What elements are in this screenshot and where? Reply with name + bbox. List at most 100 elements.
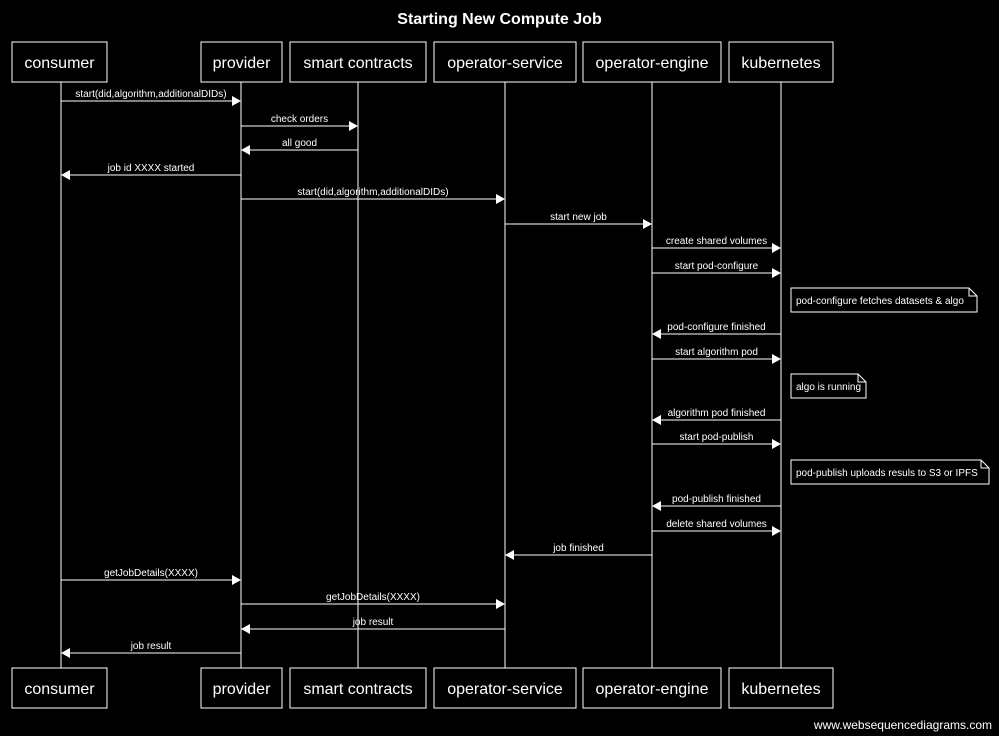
participant-provider-top: provider bbox=[200, 41, 283, 83]
note: pod-configure fetches datasets & algo bbox=[790, 287, 978, 313]
participant-kubernetes-bottom: kubernetes bbox=[728, 667, 834, 709]
participant-box bbox=[728, 41, 834, 83]
participant-box bbox=[728, 667, 834, 709]
arrowhead-icon bbox=[232, 575, 241, 585]
participant-box bbox=[289, 667, 427, 709]
message: start(did,algorithm,additionalDIDs) bbox=[61, 89, 241, 106]
participant-label: operator-service bbox=[447, 681, 563, 698]
participant-box bbox=[433, 41, 577, 83]
message-label: start(did,algorithm,additionalDIDs) bbox=[75, 89, 226, 100]
message: pod-publish finished bbox=[652, 494, 781, 511]
message-label: start(did,algorithm,additionalDIDs) bbox=[297, 187, 448, 198]
participant-box bbox=[433, 667, 577, 709]
participant-consumer-bottom: consumer bbox=[11, 667, 108, 709]
message-label: job finished bbox=[552, 543, 604, 554]
participant-operator-engine-bottom: operator-engine bbox=[582, 667, 722, 709]
message-label: algorithm pod finished bbox=[668, 408, 766, 419]
participant-box bbox=[289, 41, 427, 83]
arrowhead-icon bbox=[61, 648, 70, 658]
participant-box bbox=[11, 667, 108, 709]
message: check orders bbox=[241, 114, 358, 131]
message: algorithm pod finished bbox=[652, 408, 781, 425]
message: job id XXXX started bbox=[61, 163, 241, 180]
message: job finished bbox=[505, 543, 652, 560]
arrowhead-icon bbox=[772, 243, 781, 253]
note-label: algo is running bbox=[796, 382, 861, 393]
participant-box bbox=[11, 41, 108, 83]
participant-box bbox=[582, 667, 722, 709]
arrowhead-icon bbox=[505, 550, 514, 560]
message-label: delete shared volumes bbox=[666, 519, 767, 530]
message: all good bbox=[241, 138, 358, 155]
participant-box bbox=[200, 41, 283, 83]
participant-label: consumer bbox=[24, 55, 95, 72]
participant-provider-bottom: provider bbox=[200, 667, 283, 709]
message: getJobDetails(XXXX) bbox=[241, 592, 505, 609]
lifelines bbox=[60, 82, 782, 668]
participants-top: consumer provider smart contracts operator-… bbox=[11, 41, 834, 83]
message: pod-configure finished bbox=[652, 322, 781, 339]
message-label: start algorithm pod bbox=[675, 347, 758, 358]
message: create shared volumes bbox=[652, 236, 781, 253]
message: getJobDetails(XXXX) bbox=[61, 568, 241, 585]
message-label: job result bbox=[130, 641, 172, 652]
participant-label: smart contracts bbox=[303, 681, 412, 698]
participant-box bbox=[200, 667, 283, 709]
participant-label: kubernetes bbox=[741, 55, 820, 72]
message-label: pod-publish finished bbox=[672, 494, 761, 505]
note-fold-icon bbox=[980, 460, 989, 469]
participant-label: kubernetes bbox=[741, 681, 820, 698]
arrowhead-icon bbox=[496, 194, 505, 204]
message: start pod-publish bbox=[652, 432, 781, 449]
arrowhead-icon bbox=[643, 219, 652, 229]
participant-label: consumer bbox=[24, 681, 95, 698]
participant-box bbox=[582, 41, 722, 83]
participant-smart-contracts-bottom: smart contracts bbox=[289, 667, 427, 709]
participant-kubernetes-top: kubernetes bbox=[728, 41, 834, 83]
note-label: pod-publish uploads resuls to S3 or IPFS bbox=[796, 468, 978, 479]
message: start pod-configure bbox=[652, 261, 781, 278]
note-box bbox=[790, 459, 990, 485]
participant-label: provider bbox=[213, 55, 271, 72]
arrowhead-icon bbox=[232, 96, 241, 106]
message: job result bbox=[61, 641, 241, 658]
message-label: all good bbox=[282, 138, 317, 149]
arrowhead-icon bbox=[61, 170, 70, 180]
message-label: start pod-configure bbox=[675, 261, 759, 272]
participant-label: operator-service bbox=[447, 55, 563, 72]
participant-operator-service-bottom: operator-service bbox=[433, 667, 577, 709]
arrowhead-icon bbox=[772, 439, 781, 449]
message: delete shared volumes bbox=[652, 519, 781, 536]
message: start algorithm pod bbox=[652, 347, 781, 364]
participant-consumer-top: consumer bbox=[11, 41, 108, 83]
participant-label: smart contracts bbox=[303, 55, 412, 72]
message-label: create shared volumes bbox=[666, 236, 767, 247]
message-label: start pod-publish bbox=[680, 432, 754, 443]
message: start(did,algorithm,additionalDIDs) bbox=[241, 187, 505, 204]
messages: start(did,algorithm,additionalDIDs) check… bbox=[61, 89, 990, 658]
message: job result bbox=[241, 617, 505, 634]
arrowhead-icon bbox=[652, 329, 661, 339]
participant-label: operator-engine bbox=[596, 55, 709, 72]
arrowhead-icon bbox=[349, 121, 358, 131]
note-label: pod-configure fetches datasets & algo bbox=[796, 296, 964, 307]
note: algo is running bbox=[790, 373, 867, 399]
message-label: job id XXXX started bbox=[107, 163, 195, 174]
arrowhead-icon bbox=[772, 526, 781, 536]
participant-label: operator-engine bbox=[596, 681, 709, 698]
note-fold-icon bbox=[857, 374, 866, 383]
message-label: getJobDetails(XXXX) bbox=[104, 568, 198, 579]
message-label: getJobDetails(XXXX) bbox=[326, 592, 420, 603]
message-label: pod-configure finished bbox=[667, 322, 765, 333]
arrowhead-icon bbox=[496, 599, 505, 609]
note-box bbox=[790, 287, 978, 313]
note: pod-publish uploads resuls to S3 or IPFS bbox=[790, 459, 990, 485]
message-label: start new job bbox=[550, 212, 607, 223]
note-fold-icon bbox=[968, 288, 977, 297]
arrowhead-icon bbox=[772, 354, 781, 364]
watermark: www.websequencediagrams.com bbox=[813, 718, 992, 732]
arrowhead-icon bbox=[241, 624, 250, 634]
participant-operator-service-top: operator-service bbox=[433, 41, 577, 83]
participant-label: provider bbox=[213, 681, 271, 698]
